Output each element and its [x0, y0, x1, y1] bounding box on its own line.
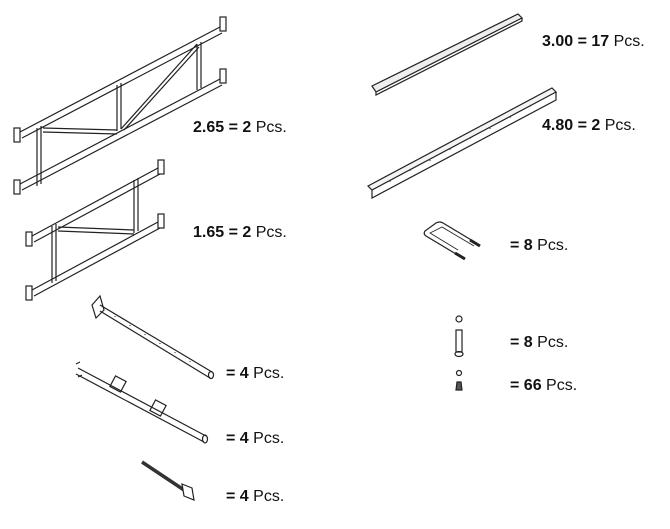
label-rail-short: 3.00 = 17 Pcs. [542, 33, 645, 50]
unit: Pcs. [613, 33, 645, 50]
unit: Pcs. [253, 365, 285, 382]
qty: 2 [242, 224, 252, 241]
label-bolt: = 8 Pcs. [510, 334, 569, 351]
qty: 2 [242, 119, 252, 136]
frame-small-drawing [25, 159, 165, 301]
label-small-screw: = 66 Pcs. [510, 377, 578, 394]
label-frame-large: 2.65 = 2 Pcs. [193, 119, 287, 136]
bolt-drawing [454, 315, 464, 358]
label-frame-small: 1.65 = 2 Pcs. [193, 224, 287, 241]
size: 1.65 [193, 224, 225, 241]
small-screw-drawing [455, 369, 463, 391]
size: 4.80 [542, 117, 574, 134]
label-post: = 4 Pcs. [226, 365, 285, 382]
label-tube: = 4 Pcs. [226, 430, 285, 447]
unit: Pcs. [255, 119, 287, 136]
qty: 66 [523, 377, 542, 394]
label-rail-long: 4.80 = 2 Pcs. [542, 117, 636, 134]
qty: 8 [523, 237, 533, 254]
tube-with-clamps-drawing [75, 361, 209, 444]
unit: Pcs. [537, 334, 569, 351]
qty: 2 [591, 117, 601, 134]
qty: 17 [591, 33, 610, 50]
rail-short-drawing [371, 13, 524, 96]
unit: Pcs. [253, 430, 285, 447]
unit: Pcs. [604, 117, 636, 134]
unit: Pcs. [253, 488, 285, 505]
qty: 8 [523, 334, 533, 351]
qty: 4 [239, 488, 249, 505]
threaded-rod-drawing [141, 460, 195, 501]
label-u-bolt: = 8 Pcs. [510, 237, 569, 254]
u-bolt-drawing [423, 221, 481, 261]
size: 2.65 [193, 119, 225, 136]
size: 3.00 [542, 33, 574, 50]
post-drawing [91, 294, 215, 380]
frame-large-drawing [13, 16, 227, 195]
unit: Pcs. [546, 377, 578, 394]
qty: 4 [239, 430, 249, 447]
label-threaded-rod: = 4 Pcs. [226, 488, 285, 505]
rail-long-drawing [367, 87, 557, 199]
unit: Pcs. [255, 224, 287, 241]
qty: 4 [239, 365, 249, 382]
unit: Pcs. [537, 237, 569, 254]
